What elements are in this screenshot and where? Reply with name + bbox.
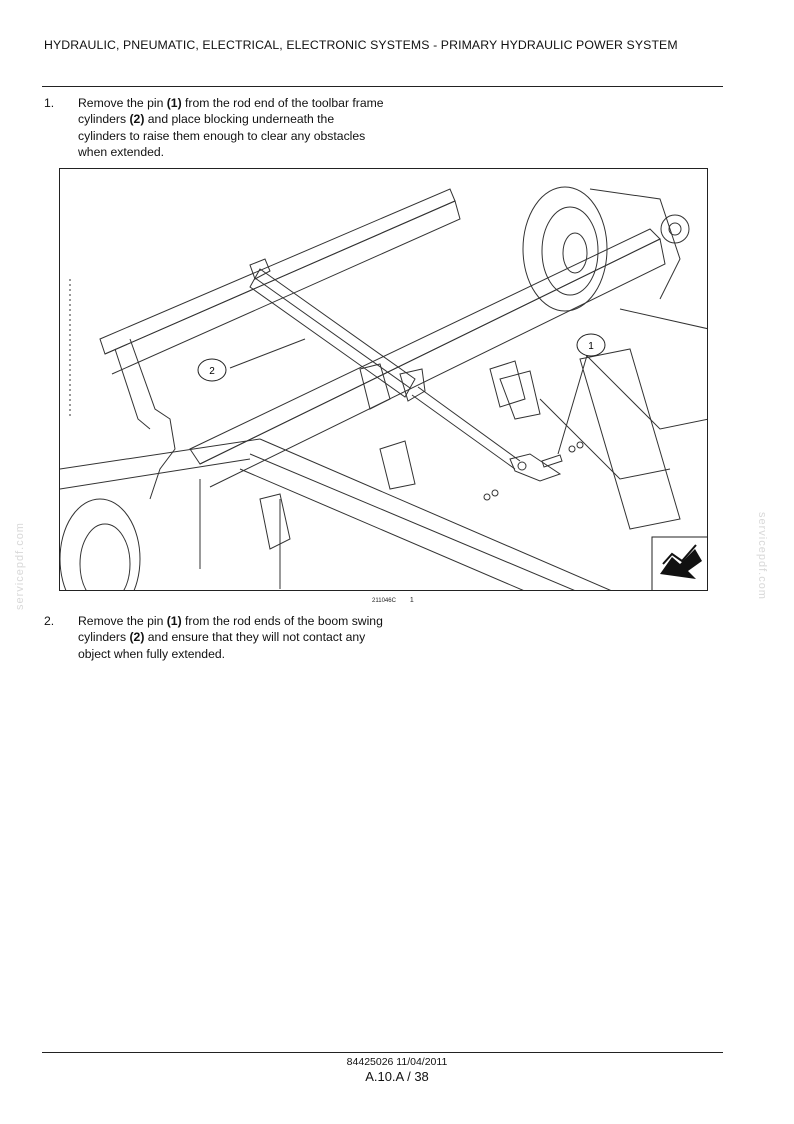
watermark-right: servicepdf.com (756, 512, 768, 600)
figure-code: 211046C (372, 598, 396, 604)
step-1-number: 1. (44, 96, 55, 110)
svg-text:2: 2 (209, 366, 215, 377)
step-2-number: 2. (44, 614, 55, 628)
step-1-text: Remove the pin (1) from the rod end of t… (78, 96, 384, 160)
callout-2: 2 (197, 358, 227, 382)
header-rule (42, 86, 723, 87)
step-2-text: Remove the pin (1) from the rod ends of … (78, 614, 383, 661)
watermark-left: servicepdf.com (14, 522, 26, 610)
figure-number: 1 (409, 597, 414, 604)
cylinder-illustration: 1 2 (59, 168, 708, 591)
callout-1: 1 (576, 333, 606, 357)
page-header-title: HYDRAULIC, PNEUMATIC, ELECTRICAL, ELECTR… (44, 38, 678, 52)
svg-text:1: 1 (588, 341, 594, 352)
footer-document-reference: 84425026 11/04/2011 (346, 1056, 448, 1068)
footer-page-number: A.10.A / 38 (365, 1069, 429, 1084)
footer-rule (42, 1052, 723, 1053)
orientation-arrow-icon (651, 536, 707, 590)
figure-caption: 211046C 1 (372, 597, 414, 604)
